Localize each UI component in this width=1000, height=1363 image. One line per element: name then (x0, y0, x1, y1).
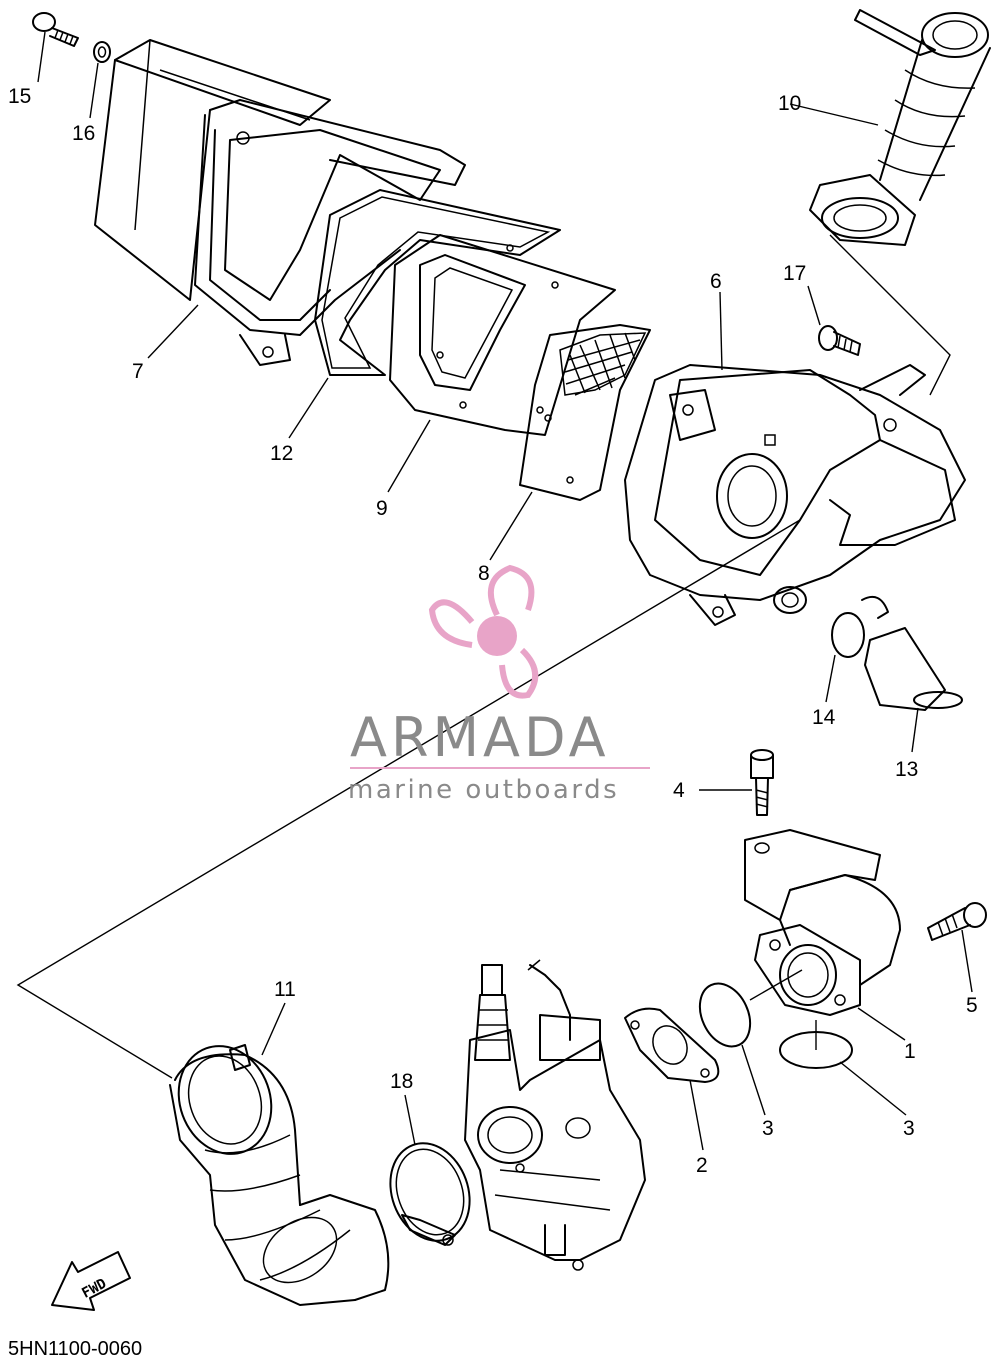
callout-1[interactable]: 1 (904, 1040, 916, 1063)
callout-13[interactable]: 13 (895, 758, 918, 781)
part-5-bolt[interactable] (927, 902, 987, 941)
part-10-intake-duct[interactable] (809, 9, 991, 246)
diagram-code: 5HN1100-0060 (8, 1338, 142, 1360)
part-1-manifold[interactable] (744, 829, 901, 1016)
part-4-bolt[interactable] (750, 749, 774, 816)
part-7-filter-cover[interactable] (94, 39, 466, 366)
fwd-label: FWD (79, 1276, 109, 1302)
part-12-gasket[interactable] (314, 189, 561, 376)
part-15-screw[interactable] (32, 12, 79, 47)
callout-3a[interactable]: 3 (762, 1117, 774, 1140)
callout-18[interactable]: 18 (390, 1070, 413, 1093)
part-3-o-ring-a[interactable] (690, 975, 760, 1054)
part-17-screw[interactable] (818, 325, 861, 356)
carburetor[interactable] (464, 959, 646, 1271)
callout-10[interactable]: 10 (778, 92, 801, 115)
part-2-gasket[interactable] (624, 1007, 720, 1083)
callout-16[interactable]: 16 (72, 122, 95, 145)
part-16-washer[interactable] (93, 41, 111, 63)
callout-5[interactable]: 5 (966, 994, 978, 1017)
callout-17[interactable]: 17 (783, 262, 806, 285)
callout-6[interactable]: 6 (710, 270, 722, 293)
callout-14[interactable]: 14 (812, 706, 836, 729)
part-6-air-box[interactable] (624, 364, 966, 626)
callout-15[interactable]: 15 (8, 85, 31, 108)
callout-9[interactable]: 9 (376, 497, 388, 520)
callout-3b[interactable]: 3 (903, 1117, 915, 1140)
part-14-clip[interactable] (831, 596, 889, 658)
part-18-clamp[interactable] (377, 1132, 483, 1252)
watermark-tagline: marine outboards (348, 775, 619, 805)
arrow-icon (51, 1251, 131, 1311)
callout-11[interactable]: 11 (274, 978, 296, 1001)
callout-8[interactable]: 8 (478, 562, 490, 585)
part-11-intake-hose[interactable] (164, 1033, 390, 1306)
part-13-joint[interactable] (864, 627, 963, 711)
callout-2[interactable]: 2 (696, 1154, 708, 1177)
part-9-filter-frame[interactable] (389, 234, 616, 436)
callout-12[interactable]: 12 (270, 442, 293, 465)
callout-7[interactable]: 7 (132, 360, 144, 383)
callout-4[interactable]: 4 (673, 779, 685, 802)
part-8-filter-element[interactable] (519, 324, 651, 501)
propeller-icon (428, 564, 539, 699)
watermark-brand: ARMADA (350, 706, 610, 769)
